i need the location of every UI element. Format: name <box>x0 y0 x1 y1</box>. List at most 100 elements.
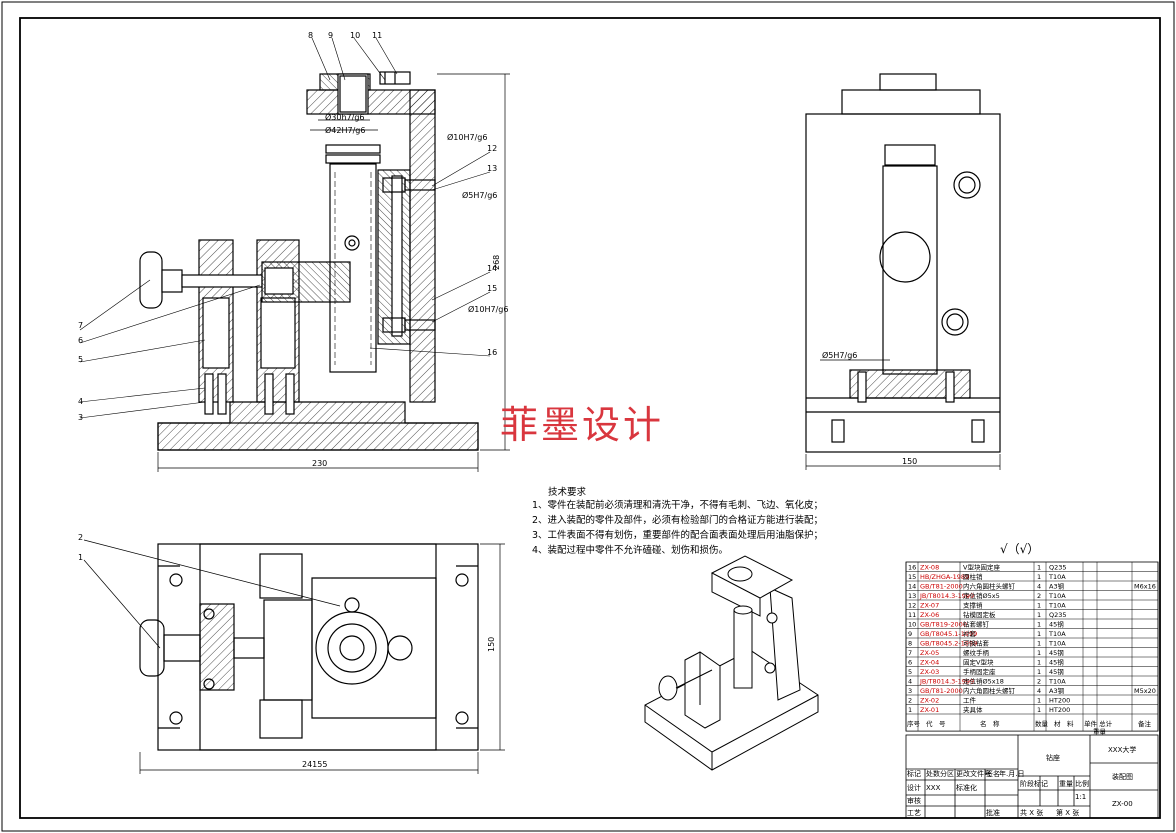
bom-cell-qty: 1 <box>1037 668 1041 676</box>
fit-label-2: Ø42H7/g6 <box>325 125 365 135</box>
tb-designer: XXX <box>926 784 941 792</box>
tech-req-line-4: 4、装配过程中零件不允许磕碰、划伤和损伤。 <box>532 544 728 556</box>
side-view <box>805 73 1001 453</box>
bom-cell-mat: HT200 <box>1049 697 1070 705</box>
tech-req-title: 技术要求 <box>548 486 587 498</box>
bom-cell-qty: 1 <box>1037 706 1041 714</box>
bom-cell-no: 13 <box>908 592 916 600</box>
bom-cell-mat: A3钢 <box>1049 687 1065 695</box>
tb-design: 设计 <box>907 783 921 792</box>
bom-cell-code: ZX-04 <box>920 659 939 667</box>
bom-header-note: 备注 <box>1138 719 1152 728</box>
bom-cell-code: JB/T8014.3-1999 <box>919 592 974 600</box>
bom-cell-qty: 1 <box>1037 630 1041 638</box>
bom-cell-name: 内六角圆柱头螺钉 <box>963 582 1016 591</box>
bom-cell-qty: 1 <box>1037 602 1041 610</box>
bom-cell-code: ZX-06 <box>920 611 939 619</box>
bom-cell-code: ZX-03 <box>920 668 939 676</box>
bom-cell-name: 螺纹手柄 <box>963 648 990 657</box>
balloon-4: 4 <box>78 397 83 406</box>
bom-cell-code: JB/T8014.3-1999 <box>919 678 974 686</box>
fit-label-4: Ø5H7/g6 <box>462 190 497 200</box>
tb-change-doc: 更改文件号 <box>956 769 991 778</box>
title-scale: 1:1 <box>1075 793 1086 801</box>
tb-approve: 批准 <box>986 808 1000 817</box>
bom-cell-qty: 4 <box>1037 687 1041 695</box>
bom-cell-mat: HT200 <box>1049 706 1070 714</box>
tb-stage: 阶段标记 <box>1020 779 1048 788</box>
bom-cell-name: 可换钻套 <box>963 639 990 648</box>
bom-cell-code: ZX-07 <box>920 602 939 610</box>
bom-cell-no: 15 <box>908 573 916 581</box>
bom-cell-name: 夹具体 <box>963 705 983 714</box>
title-drawing-number: ZX-00 <box>1112 800 1133 808</box>
bom-header-name: 名 称 <box>980 719 1000 728</box>
balloon-16: 16 <box>487 348 497 357</box>
tb-count: 处数 <box>926 769 940 778</box>
bom-cell-no: 3 <box>908 687 912 695</box>
balloon-11: 11 <box>372 31 382 40</box>
bom-header-seq: 序号 <box>907 719 921 728</box>
tb-scale-label: 比例 <box>1075 779 1089 788</box>
tb-std: 标准化 <box>956 783 977 792</box>
bom-cell-mat: 45钢 <box>1049 649 1064 657</box>
dim-top-width: 24155 <box>302 760 327 769</box>
dim-front-width: 230 <box>312 459 327 468</box>
bom-cell-no: 12 <box>908 602 916 610</box>
bom-cell-code: HB/ZHGA-1989 <box>920 573 969 581</box>
bom-cell-qty: 1 <box>1037 697 1041 705</box>
bom-cell-no: 11 <box>908 611 916 619</box>
bom-cell-qty: 4 <box>1037 583 1041 591</box>
bom-header-qty: 数量 <box>1035 719 1049 728</box>
balloon-3: 3 <box>78 413 83 422</box>
bom-cell-no: 9 <box>908 630 912 638</box>
isometric-view <box>644 555 819 771</box>
bom-cell-note: M5x20 <box>1134 687 1156 695</box>
tech-req-line-2: 2、进入装配的零件及部件，必须有检验部门的合格证方能进行装配； <box>532 514 823 526</box>
dim-side-width: 150 <box>902 457 917 466</box>
bom-cell-qty: 1 <box>1037 649 1041 657</box>
tb-mark: 标记 <box>907 769 921 778</box>
bom-cell-mat: T10A <box>1048 678 1066 686</box>
bom-cell-qty: 1 <box>1037 611 1041 619</box>
fit-label-3: Ø10H7/g6 <box>447 132 487 142</box>
fit-label-1: Ø30h7/g6 <box>325 112 365 122</box>
bom-cell-mat: 45钢 <box>1049 659 1064 667</box>
title-drawing-type: 装配图 <box>1112 772 1133 781</box>
bom-cell-name: 钻套螺钉 <box>963 620 990 629</box>
bom-cell-name: 衬套 <box>963 629 977 638</box>
bom-cell-code: ZX-02 <box>920 697 939 705</box>
bom-cell-qty: 2 <box>1037 592 1041 600</box>
bom-cell-code: GB/T8045.1-1999 <box>920 630 977 638</box>
bom-cell-name: 内六角圆柱头螺钉 <box>963 686 1016 695</box>
bom-cell-qty: 1 <box>1037 564 1041 572</box>
bom-cell-no: 14 <box>908 583 916 591</box>
tb-zone: 分区 <box>940 769 954 778</box>
bom-cell-name: 工件 <box>963 696 977 705</box>
tb-date: 年.月.日 <box>999 769 1024 778</box>
bom-cell-mat: 45钢 <box>1049 621 1064 629</box>
tech-req-line-1: 1、零件在装配前必须清理和清洗干净，不得有毛刺、飞边、氧化皮； <box>532 499 823 511</box>
bom-cell-note: M6x16 <box>1134 583 1156 591</box>
dim-top-height: 150 <box>487 637 496 652</box>
balloon-15: 15 <box>487 284 497 293</box>
balloon-14: 14 <box>487 264 497 273</box>
bom-header-weight2: 重量 <box>1093 728 1107 736</box>
bom-cell-no: 5 <box>908 668 912 676</box>
bom-cell-name: 定位销Ø5x18 <box>963 677 1004 686</box>
watermark: 菲墨设计 <box>500 403 664 447</box>
balloon-13: 13 <box>487 164 497 173</box>
bom-cell-code: GB/T8045.2-1999 <box>920 640 977 648</box>
surface-roughness-symbol: √（√） <box>1000 542 1039 556</box>
bom-cell-code: ZX-01 <box>920 706 939 714</box>
dim-front-height: 268 <box>492 255 501 270</box>
bom-cell-code: ZX-05 <box>920 649 939 657</box>
balloon-8: 8 <box>308 31 313 40</box>
bom-cell-name: 钻模固定板 <box>963 610 996 619</box>
bom-cell-mat: Q235 <box>1049 611 1067 619</box>
bom-cell-no: 10 <box>908 621 916 629</box>
bom-cell-code: ZX-08 <box>920 564 939 572</box>
balloon-2: 2 <box>78 533 83 542</box>
front-section-view <box>139 71 479 451</box>
